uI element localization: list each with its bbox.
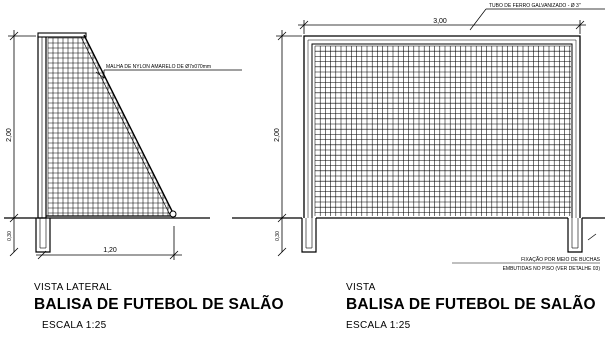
front-base-label: 0,30 bbox=[275, 231, 281, 241]
frame-material-note: TUBO DE FERRO GALVANIZADO - Ø 3" bbox=[489, 3, 581, 9]
side-depth-dimension bbox=[36, 226, 182, 260]
fixing-note-line2: EMBUTIDAS NO PISO (VER DETALHE 03) bbox=[503, 266, 601, 272]
front-height-dimension bbox=[276, 30, 302, 257]
left-view-label: VISTA LATERAL bbox=[34, 282, 113, 293]
fixing-note-line1: FIXAÇÃO POR MEIO DE BUCHAS bbox=[521, 256, 601, 263]
side-top-bar bbox=[37, 32, 87, 38]
front-frame-inner bbox=[311, 43, 573, 218]
front-net-mesh bbox=[314, 45, 571, 216]
side-height-dimension bbox=[8, 30, 36, 257]
front-socket-right bbox=[567, 218, 583, 253]
front-height-label: 2,00 bbox=[274, 128, 281, 142]
front-width-label: 3,00 bbox=[433, 18, 447, 25]
side-diagonal-tube bbox=[83, 34, 175, 216]
front-socket-left bbox=[301, 218, 317, 253]
right-title: BALISA DE FUTEBOL DE SALÃO bbox=[346, 296, 596, 313]
side-depth-label: 1,20 bbox=[103, 247, 117, 254]
net-material-note: MALHA DE NYLON AMARELO DE Ø7x070mm bbox=[106, 64, 211, 70]
side-base-label: 0,30 bbox=[7, 231, 13, 241]
side-view: 2,00 0,30 1,20 MALHA DE NYLON AMARELO DE… bbox=[4, 30, 242, 260]
front-width-dimension bbox=[298, 20, 586, 34]
right-view-label: VISTA bbox=[346, 282, 376, 293]
side-socket bbox=[35, 218, 51, 253]
side-height-label: 2,00 bbox=[6, 128, 13, 142]
front-frame-outer bbox=[303, 35, 581, 218]
right-scale: ESCALA 1:25 bbox=[346, 320, 411, 331]
front-view: 2,00 0,30 3,00 TUBO DE FERRO GALVANIZADO… bbox=[232, 3, 605, 272]
left-scale: ESCALA 1:25 bbox=[42, 320, 107, 331]
left-title: BALISA DE FUTEBOL DE SALÃO bbox=[34, 296, 284, 313]
